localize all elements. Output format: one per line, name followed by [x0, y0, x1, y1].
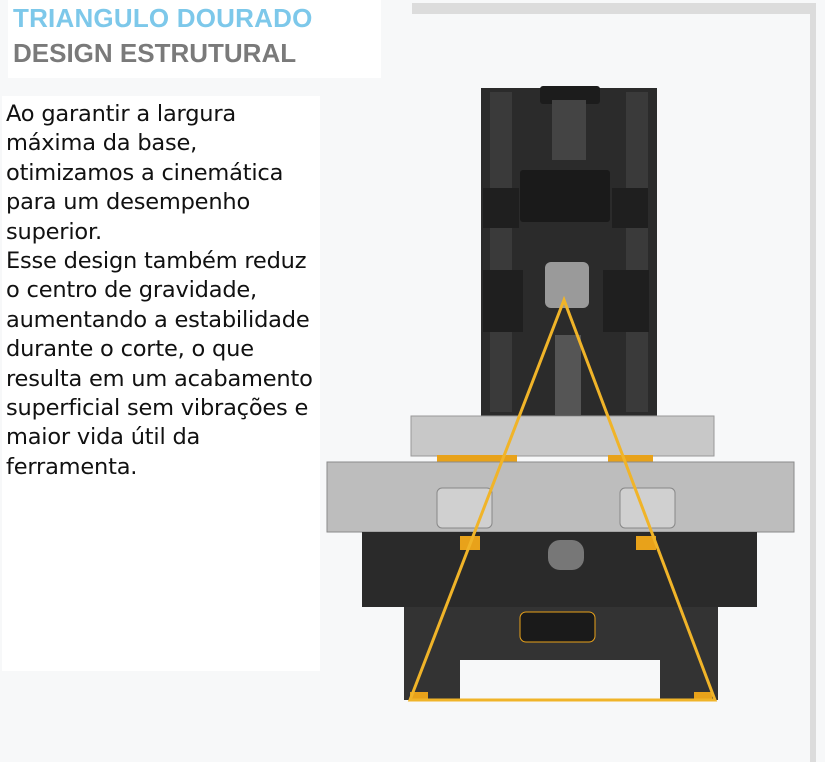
golden-triangle-overlay — [407, 295, 718, 702]
paragraph: Ao garantir a largura máxima da base, ot… — [6, 101, 284, 245]
frame-border-top — [412, 3, 816, 14]
header-panel — [8, 0, 381, 78]
frame-border-right — [810, 3, 816, 762]
machine-table — [326, 415, 795, 533]
paragraph: Esse design também reduz o centro de gra… — [6, 248, 313, 480]
machine-base — [362, 532, 757, 700]
machine-column — [481, 86, 657, 418]
description: Ao garantir a largura máxima da base, ot… — [6, 100, 326, 482]
page-title: TRIANGULO DOURADO — [13, 3, 313, 33]
cnc-machine-illustration — [326, 86, 795, 702]
page-subtitle: DESIGN ESTRUTURAL — [13, 38, 297, 68]
text-panel — [2, 96, 320, 671]
